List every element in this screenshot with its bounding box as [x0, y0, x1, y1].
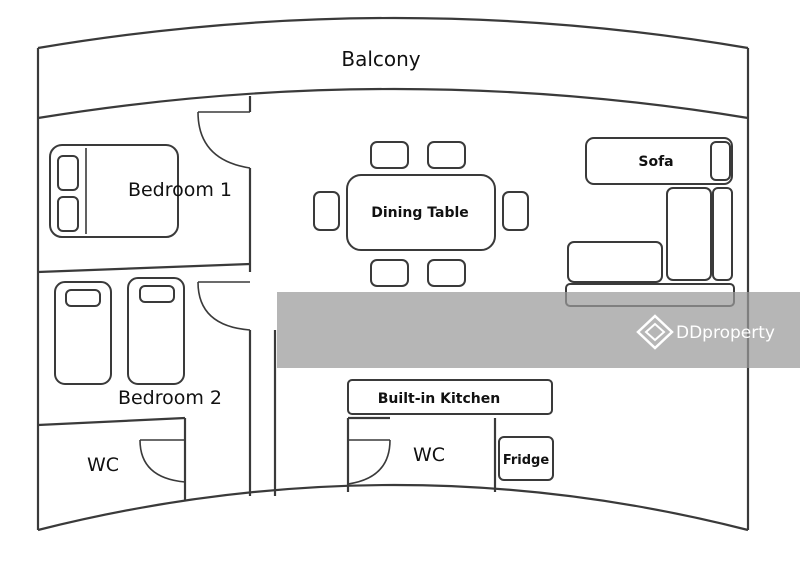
- balcony-wall: [37, 87, 749, 120]
- sofa-label: Sofa: [638, 154, 673, 170]
- dining-table: [346, 174, 496, 251]
- fridge-label: Fridge: [503, 453, 550, 468]
- watermark: DDproperty: [277, 292, 800, 368]
- dining-set: [313, 141, 529, 287]
- kitchen-label: Built-in Kitchen: [378, 391, 500, 407]
- sofa: [585, 137, 733, 185]
- dining-chair: [313, 191, 340, 231]
- kitchen-counter: [347, 379, 553, 415]
- balcony-label: Balcony: [341, 47, 420, 71]
- dining-chair: [427, 141, 466, 169]
- watermark-text: DDproperty: [676, 323, 775, 343]
- door-swings: [139, 111, 391, 485]
- bedroom1-label: Bedroom 1: [128, 179, 232, 201]
- dining-chair: [370, 259, 409, 287]
- wc-right-label: WC: [413, 444, 445, 466]
- bedroom2-bed-right: [127, 277, 185, 385]
- dining-table-label: Dining Table: [371, 205, 469, 221]
- watermark-band: [277, 292, 800, 368]
- dining-chair: [370, 141, 409, 169]
- bedroom2-label: Bedroom 2: [118, 387, 222, 409]
- bedroom2-bed-left: [54, 281, 112, 385]
- fridge: [498, 436, 554, 481]
- wc-left-label: WC: [87, 454, 119, 476]
- dining-chair: [502, 191, 529, 231]
- sofa-set: [565, 137, 735, 307]
- outer-walls: [36, 16, 750, 532]
- dining-chair: [427, 259, 466, 287]
- interior-walls: [37, 96, 497, 500]
- ddproperty-logo-icon: [636, 314, 674, 350]
- bedroom1-bed: [49, 144, 179, 238]
